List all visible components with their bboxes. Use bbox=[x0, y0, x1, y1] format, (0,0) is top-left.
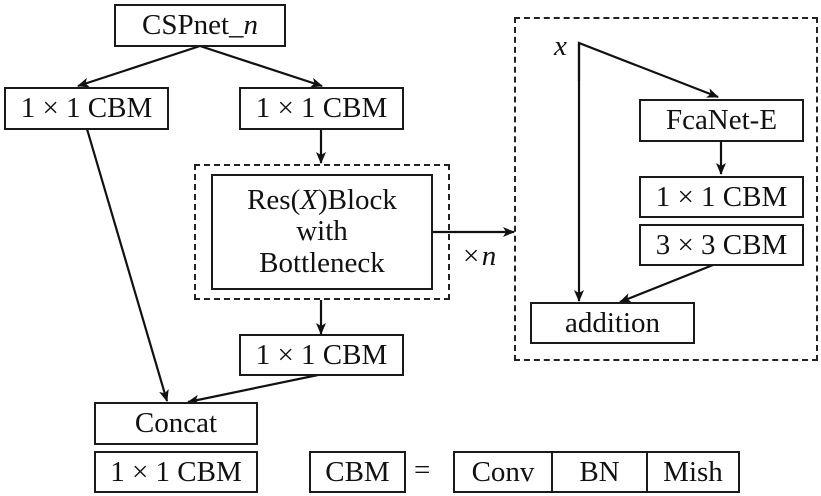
cbm-3x3-detail-node: 3 × 3 CBM bbox=[639, 224, 804, 266]
legend-bn-cell: BN bbox=[551, 453, 646, 491]
legend-equals: = bbox=[414, 454, 431, 486]
arrow-cspnet-to-right-cbm bbox=[199, 44, 323, 88]
cspnet-node: CSPnet_n bbox=[114, 4, 286, 47]
resblock-dashed-group bbox=[194, 164, 450, 300]
cbm-final-node: 1 × 1 CBM bbox=[94, 451, 258, 493]
resblock-node: Res(X)Block with Bottleneck bbox=[211, 174, 433, 290]
addition-node: addition bbox=[530, 302, 695, 344]
resblock-line3: Bottleneck bbox=[259, 246, 385, 279]
arrow-left-cbm-to-concat bbox=[85, 128, 169, 402]
bottleneck-detail-group bbox=[514, 17, 818, 361]
repeat-label: × n bbox=[463, 240, 497, 272]
cbm-1x1-detail-node: 1 × 1 CBM bbox=[639, 176, 804, 218]
legend-cbm-composition: Conv BN Mish bbox=[453, 451, 740, 493]
arrow-cspnet-to-left-cbm bbox=[77, 44, 201, 88]
cspnet-label: CSPnet_ bbox=[141, 9, 244, 41]
arrow-cbm-to-concat bbox=[187, 373, 319, 405]
concat-node: Concat bbox=[94, 402, 258, 445]
legend-mish-cell: Mish bbox=[646, 453, 738, 491]
legend-conv-cell: Conv bbox=[471, 455, 535, 488]
fcanet-node: FcaNet-E bbox=[639, 99, 804, 142]
legend-cbm-box: CBM bbox=[309, 451, 406, 493]
resblock-line2: with bbox=[296, 215, 348, 248]
input-x-label: x bbox=[554, 30, 567, 62]
cspnet-var: n bbox=[243, 9, 259, 41]
cbm-left-node: 1 × 1 CBM bbox=[4, 87, 169, 130]
cbm-after-resblock-node: 1 × 1 CBM bbox=[239, 334, 404, 376]
arrow-3x3cbm-to-addition bbox=[619, 263, 714, 304]
cbm-right-node: 1 × 1 CBM bbox=[239, 87, 404, 130]
resblock-line1: Res(X)Block bbox=[247, 184, 397, 217]
